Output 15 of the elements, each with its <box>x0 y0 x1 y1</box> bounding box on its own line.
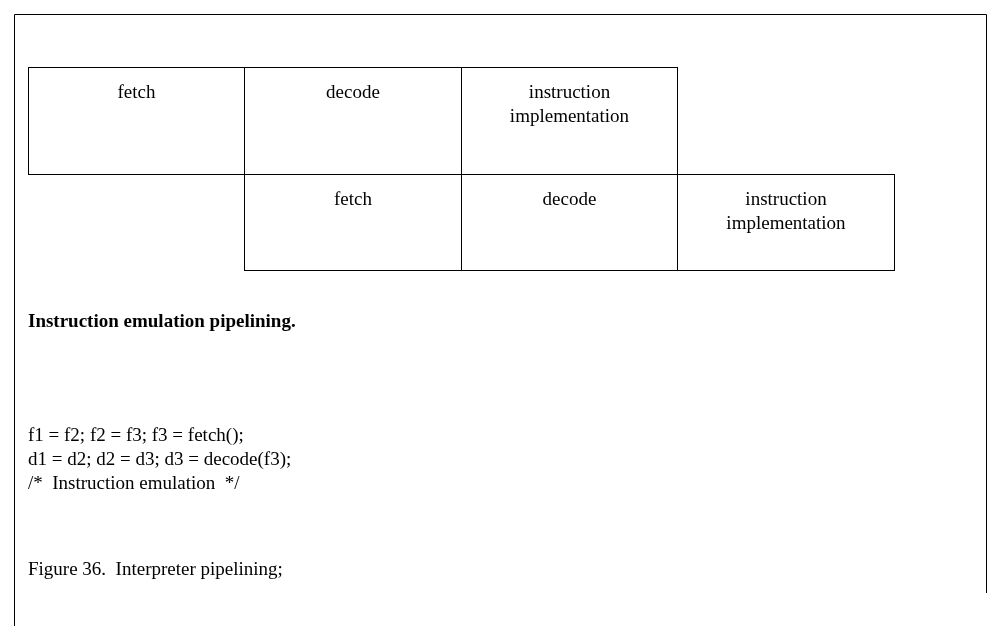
stage-label: fetch <box>116 80 157 104</box>
stage-label: instruction implementation <box>508 80 631 128</box>
pipeline-stage-box <box>244 174 462 271</box>
pipeline-stage-box <box>28 67 245 175</box>
code-line: f1 = f2; f2 = f3; f3 = fetch(); <box>28 424 244 446</box>
code-line: /* Instruction emulation */ <box>28 472 240 494</box>
figure-heading: Instruction emulation pipelining. <box>28 310 296 332</box>
stage-label: decode <box>325 80 381 104</box>
code-line: d1 = d2; d2 = d3; d3 = decode(f3); <box>28 448 292 470</box>
figure-caption: Figure 36. Interpreter pipelining; <box>28 558 283 580</box>
pipeline-stage-box <box>461 67 678 175</box>
pipeline-stage-box <box>677 174 895 271</box>
stage-label: decode <box>541 187 598 211</box>
stage-label: instruction implementation <box>725 187 847 235</box>
stage-label: fetch <box>333 187 373 211</box>
